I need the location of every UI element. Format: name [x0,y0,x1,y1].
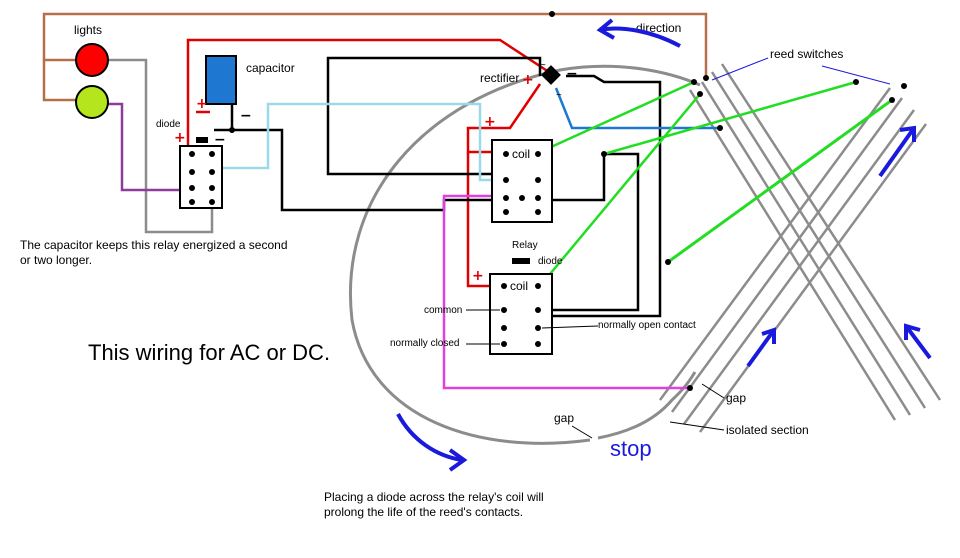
arrow-right-bottom-head [904,323,921,340]
red-wire-capacitor [186,38,553,150]
ac-symbol-bottom: ~ [556,90,562,101]
svg-text:+: + [196,96,208,112]
rectifier-label: rectifier [480,71,519,85]
svg-text:−: − [240,108,252,124]
svg-text:−: − [566,66,578,82]
red-lamp [75,43,109,77]
direction-arrows [396,18,932,472]
normally-open-label: normally open contact [598,320,696,331]
lightblue-wire [196,102,504,182]
svg-text:−: − [214,132,226,148]
green-lamp [75,85,109,119]
normally-closed-label: normally closed [390,338,459,349]
capacitor-note: The capacitor keeps this relay energized… [20,238,288,267]
arrow-bottom-left-head [448,448,468,472]
green-wire-4 [667,98,893,264]
black-wire-rectifier-neg [538,74,662,318]
magenta-wire [442,194,690,390]
relay-small: diode + − [156,119,226,209]
reed-switch-dots [229,11,907,391]
coil-label-bottom: coil [510,279,528,293]
relay-1: coil + [484,114,553,223]
capacitor: capacitor + − [196,55,295,124]
common-label: common [424,305,462,316]
purple-wire [100,102,196,192]
track-loop [349,64,701,445]
lights: lights [74,23,109,119]
wiring-title: This wiring for AC or DC. [88,340,331,365]
ac-symbol-top: ~ [540,60,546,71]
green-wire-3 [603,80,857,156]
svg-text:+: + [174,130,186,146]
green-wire-2 [539,93,701,287]
arrow-top [599,26,681,48]
brown-wire-lower [42,60,88,102]
stop-label: stop [610,436,652,461]
green-wire-1 [539,80,695,154]
capacitor-label: capacitor [246,61,295,75]
arrow-right-top-head [899,125,916,142]
arrow-mid-head [761,327,776,344]
arrow-bottom-left [396,413,463,462]
diode-label-top: diode [156,119,181,130]
black-wire-relay1-out [536,152,640,312]
brown-wire [42,12,708,78]
svg-text:reed switches: reed switches [770,47,843,61]
svg-text:+: + [472,268,484,284]
gray-wire [100,58,214,234]
lights-label: lights [74,23,102,37]
crossing-track-a [658,87,928,433]
diode-label-bottom: diode [538,256,563,267]
isolated-section-label: isolated section [726,423,809,437]
gap-label-left: gap [554,411,574,425]
black-wire-loop [326,56,542,176]
diode-note: Placing a diode across the relay's coil … [324,490,544,519]
reed-switches-label: reed switches [711,47,891,85]
arrow-top-head [596,18,615,40]
svg-text:+: + [484,114,496,130]
relay-label: Relay [512,240,538,251]
black-wire-capacitor [230,104,504,212]
relay-2: coil Relay diode + common normally close… [390,240,696,355]
svg-text:+: + [522,72,534,88]
rectifier: rectifier + − ~ ~ [480,60,578,101]
arrow-right-top [878,126,916,178]
arrow-mid [746,328,776,368]
arrow-right-bottom [904,324,932,360]
gap-label-right: gap [726,391,746,405]
crossing-track-b [688,63,942,421]
coil-label-top: coil [512,147,530,161]
